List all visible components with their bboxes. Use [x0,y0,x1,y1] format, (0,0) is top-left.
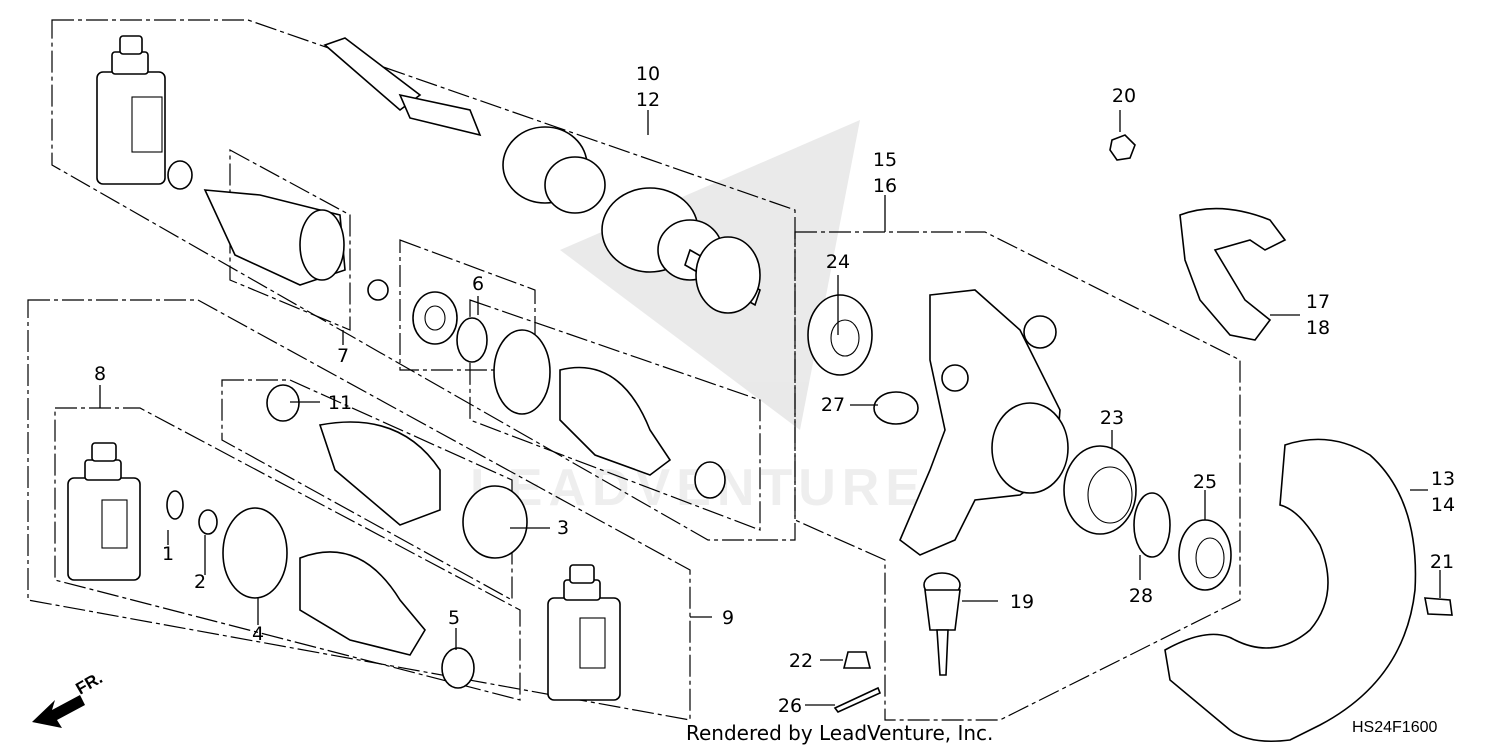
inner-boot-group-outline [27,299,691,721]
callout-25: 25 [1193,471,1217,493]
rendered-by-text: Rendered by LeadVenture, Inc. [686,721,993,745]
callout-18: 18 [1306,317,1330,339]
splash-guard-icon [1164,438,1417,743]
bearing-23-icon [1063,445,1137,535]
grease-bottle-right-icon [547,564,621,701]
callout-19: 19 [1010,591,1034,613]
front-direction-arrow-icon [32,695,85,728]
boot-kit-group-outline [54,407,521,701]
callout-26: 26 [778,695,802,717]
knuckle-group-outline [794,231,1241,721]
group-outlines [27,19,1241,721]
callout-11: 11 [328,392,352,414]
callout-12: 12 [636,89,660,111]
callout-27: 27 [821,394,845,416]
callout-5: 5 [448,607,460,629]
bracket-icon [1179,207,1287,341]
callout-28: 28 [1129,585,1153,607]
callout-20: 20 [1112,85,1136,107]
callout-4: 4 [252,623,264,645]
bearing-cage-icon [167,160,488,363]
driveshaft-assembly-icon [323,37,761,314]
parts-art [32,35,1453,743]
watermark-text: LEADVENTURE [470,459,926,517]
callout-8: 8 [94,363,106,385]
seal-24-icon [807,294,873,376]
outer-axle-group-outline [51,19,796,541]
callout-24: 24 [826,251,850,273]
cotter-pin-icon [833,686,882,713]
callout-21: 21 [1430,551,1454,573]
front-direction-label: FR. [73,668,106,698]
callout-13: 13 [1431,468,1455,490]
callout-16: 16 [873,175,897,197]
knuckle-icon [899,289,1069,556]
diagram-code: HS24F1600 [1352,719,1437,736]
leader-lines [99,110,1441,706]
ball-joint-icon [923,572,961,676]
bolt-21-icon [1424,597,1453,616]
seal-25-icon [1178,519,1232,591]
grease-bottle-left-icon [67,442,141,581]
inner-boot-icon [266,384,528,559]
grease-bottle-top-icon [96,35,166,185]
outer-boot-icon [493,329,726,499]
inner-joint-housing-icon [203,189,389,301]
callout-1: 1 [162,543,174,565]
bolt-20-icon [1109,134,1136,161]
callout-7: 7 [337,345,349,367]
callouts: 10 12 15 16 20 24 6 7 8 11 17 18 27 23 1… [94,63,1455,717]
callout-15: 15 [873,149,897,171]
castle-nut-icon [842,651,872,669]
lower-boot-kit-icon [166,490,475,689]
callout-23: 23 [1100,407,1124,429]
callout-2: 2 [194,571,206,593]
callout-22: 22 [789,650,813,672]
callout-9: 9 [722,607,734,629]
circlip-27-icon [873,391,919,425]
callout-6: 6 [472,273,484,295]
callout-14: 14 [1431,494,1455,516]
callout-10: 10 [636,63,660,85]
callout-17: 17 [1306,291,1330,313]
outer-boot-group-outline [469,299,761,531]
callout-3: 3 [557,517,569,539]
circlip-28-icon [1133,492,1171,558]
